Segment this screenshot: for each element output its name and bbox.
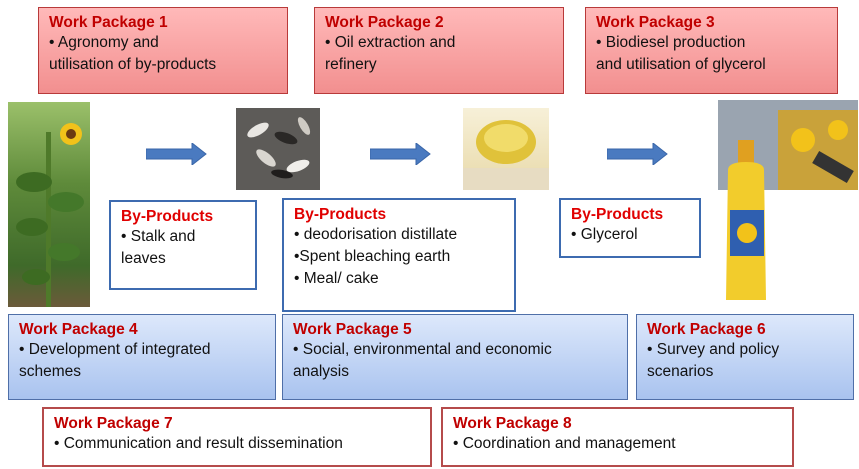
- bp3-title: By-Products: [571, 206, 664, 223]
- wp3-title: Work Package 3: [596, 14, 715, 31]
- work-package-6: Work Package 6 • Survey and policy scena…: [636, 314, 854, 400]
- work-package-7: Work Package 7 • Communication and resul…: [42, 407, 432, 467]
- work-package-3: Work Package 3 • Biodiesel production an…: [585, 7, 838, 94]
- bp1-body: • Stalk and leaves: [121, 228, 196, 267]
- wp6-title: Work Package 6: [647, 321, 766, 338]
- flow-arrow-1: [146, 143, 207, 165]
- sunflower-seeds-image: [236, 108, 320, 190]
- seeds-icon: [247, 117, 311, 179]
- wp5-title: Work Package 5: [293, 321, 412, 338]
- sunflower-plant-icon: [16, 123, 84, 307]
- wp4-body: • Development of integrated schemes: [19, 341, 211, 380]
- biodiesel-image: [718, 100, 858, 306]
- sunflower-plant-image: [8, 102, 90, 307]
- work-package-4: Work Package 4 • Development of integrat…: [8, 314, 276, 400]
- wp2-title: Work Package 2: [325, 14, 444, 31]
- vegetable-oil-image: [463, 108, 549, 190]
- flow-arrow-2: [370, 143, 431, 165]
- work-package-2: Work Package 2 • Oil extraction and refi…: [314, 7, 564, 94]
- wp8-body: • Coordination and management: [453, 435, 676, 452]
- by-products-3: By-Products • Glycerol: [559, 198, 701, 258]
- work-package-8: Work Package 8 • Coordination and manage…: [441, 407, 794, 467]
- oil-bottle-fuel-pump-icon: [718, 100, 858, 300]
- wp5-body: • Social, environmental and economic ana…: [293, 341, 552, 380]
- work-package-5: Work Package 5 • Social, environmental a…: [282, 314, 628, 400]
- wp6-body: • Survey and policy scenarios: [647, 341, 780, 380]
- flow-arrow-3: [607, 143, 668, 165]
- wp1-body: • Agronomy and utilisation of by-product…: [49, 34, 217, 73]
- work-package-1: Work Package 1 • Agronomy and utilisatio…: [38, 7, 288, 94]
- oil-glass-icon: [463, 120, 549, 190]
- wp3-body: • Biodiesel production and utilisation o…: [596, 34, 766, 73]
- bp2-body: • deodorisation distillate •Spent bleach…: [294, 226, 458, 287]
- bp2-title: By-Products: [294, 206, 387, 223]
- wp1-title: Work Package 1: [49, 14, 168, 31]
- wp2-body: • Oil extraction and refinery: [325, 34, 456, 73]
- bp3-body: • Glycerol: [571, 226, 638, 243]
- by-products-2: By-Products • deodorisation distillate •…: [282, 198, 516, 312]
- by-products-1: By-Products • Stalk and leaves: [109, 200, 257, 290]
- wp7-body: • Communication and result dissemination: [54, 435, 343, 452]
- wp4-title: Work Package 4: [19, 321, 138, 338]
- wp8-title: Work Package 8: [453, 415, 572, 432]
- bp1-title: By-Products: [121, 208, 214, 225]
- wp7-title: Work Package 7: [54, 415, 173, 432]
